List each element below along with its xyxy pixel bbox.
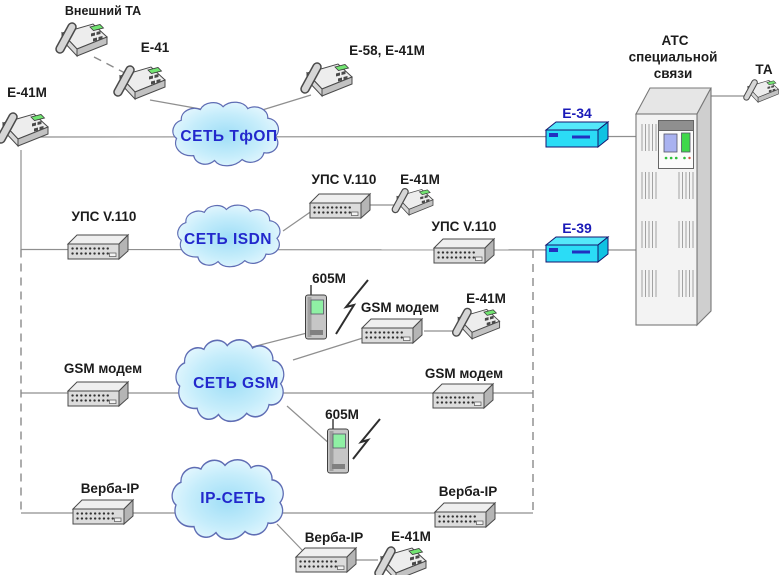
pbx-cabinet-icon xyxy=(635,87,712,327)
mobile-phone-icon-605m-lower xyxy=(326,418,350,474)
desk-phone-icon-e58-e41m xyxy=(305,64,352,96)
label-gsm-modem-left: GSM модем xyxy=(64,361,142,376)
network-clouds xyxy=(171,101,285,541)
desk-phone-icon-ta xyxy=(746,80,778,102)
label-e41: Е-41 xyxy=(141,40,170,55)
link-gsm-m605-lower xyxy=(286,405,332,446)
label-ups-right: УПС V.110 xyxy=(432,219,497,234)
converter-icon-e34 xyxy=(545,121,609,148)
label-ups-mid: УПС V.110 xyxy=(312,172,377,187)
modem-icon-ups-mid xyxy=(308,192,372,220)
lightning-icon-lower xyxy=(352,418,381,460)
lightning-icon-upper xyxy=(335,279,369,335)
label-gsm-cloud: СЕТЬ GSM xyxy=(193,375,279,392)
label-605m-upper: 605М xyxy=(312,271,346,286)
label-atc-line1: АТС xyxy=(661,33,688,48)
desk-phone-icon-e41m-isdn xyxy=(395,189,433,215)
desk-phone-icon-e41m-ip xyxy=(379,548,426,575)
modem-icon-gsm-right xyxy=(431,382,495,410)
link-ip-verba-bottom xyxy=(276,523,304,552)
modem-icon-ups-left xyxy=(66,233,130,261)
label-pstn-cloud: СЕТЬ ТфОП xyxy=(180,128,277,145)
label-ip-cloud: IP-СЕТЬ xyxy=(200,490,265,507)
label-e41m-left: Е-41М xyxy=(7,85,47,100)
label-e58-e41m: Е-58, Е-41М xyxy=(349,43,425,58)
desk-phone-icon-e41m-gsm xyxy=(456,309,499,338)
label-verba-left: Верба-IP xyxy=(81,481,140,496)
modem-icon-verba-bottom xyxy=(294,546,358,574)
modem-icon-gsm-mid xyxy=(360,317,424,345)
label-ta: ТА xyxy=(755,62,772,77)
label-verba-right: Верба-IP xyxy=(439,484,498,499)
link-e58-pstn xyxy=(258,94,312,112)
modem-icon-ups-right xyxy=(432,237,496,265)
label-e39: Е-39 xyxy=(562,220,592,236)
modem-icon-gsm-left xyxy=(66,380,130,408)
desk-phone-icon-e41m-left xyxy=(1,114,48,146)
devices xyxy=(1,24,778,575)
link-dashed-external-e41 xyxy=(93,56,128,75)
label-e41m-isdn: Е-41М xyxy=(400,172,440,187)
label-isdn-cloud: СЕТЬ ISDN xyxy=(184,231,272,248)
label-605m-lower: 605М xyxy=(325,407,359,422)
modem-icon-verba-left xyxy=(71,498,135,526)
desk-phone-icon-e41 xyxy=(118,67,165,99)
modem-icon-verba-right xyxy=(433,501,497,529)
desk-phone-icon-external-ta xyxy=(60,24,107,56)
labels: Внешний ТА Е-41 Е-41М Е-58, Е-41М СЕТЬ Т… xyxy=(7,4,773,545)
label-ups-left: УПС V.110 xyxy=(72,209,137,224)
label-atc-line3: связи xyxy=(654,66,693,81)
label-e41m-ip: Е-41М xyxy=(391,529,431,544)
converter-icon-e39 xyxy=(545,236,609,263)
cabinet-panel xyxy=(658,120,694,169)
label-verba-bottom: Верба-IP xyxy=(305,530,364,545)
label-external-ta: Внешний ТА xyxy=(65,4,141,18)
label-atc-line2: специальной xyxy=(629,50,718,65)
label-e41m-gsm: Е-41М xyxy=(466,291,506,306)
mobile-phone-icon-605m-upper xyxy=(304,284,328,340)
label-gsm-modem-right: GSM модем xyxy=(425,366,503,381)
link-gsm-modem-mid xyxy=(292,336,367,361)
link-pstn-row xyxy=(39,135,638,138)
link-gsm-m605-upper xyxy=(251,331,312,348)
label-gsm-modem-mid: GSM модем xyxy=(361,300,439,315)
label-e34: Е-34 xyxy=(562,105,592,121)
